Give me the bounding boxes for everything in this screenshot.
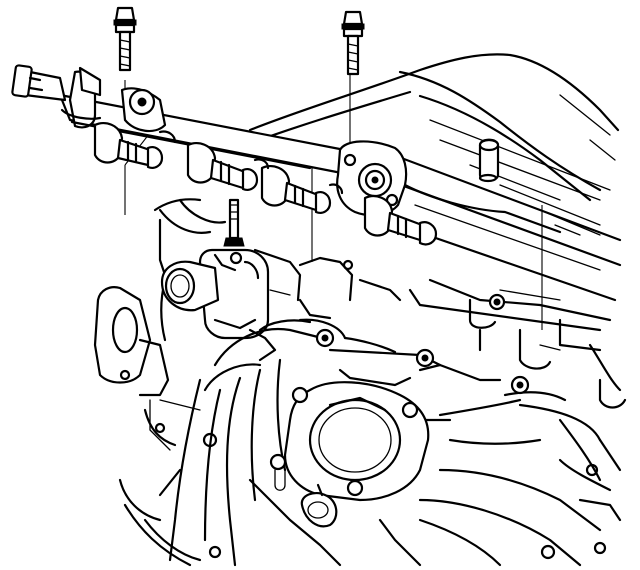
manifold-bolts [315, 293, 530, 395]
fuel-rail [11, 64, 354, 177]
intake-manifold [123, 318, 622, 567]
valve-cover [230, 53, 622, 302]
fuel-rail-bolt-right [341, 10, 365, 76]
fuel-injector-3 [260, 164, 332, 214]
fuel-rail-bolt-left [113, 6, 137, 72]
fuel-injector-4 [363, 194, 438, 246]
engine-block-left [93, 198, 202, 522]
fuel-injector-1 [93, 121, 164, 169]
misc-hoses [158, 198, 402, 320]
oil-fill-cap [478, 138, 500, 183]
throttle-body-flange [269, 368, 430, 528]
coolant-outlet [160, 248, 270, 340]
cylinder-head [408, 278, 627, 409]
coolant-outlet-stud [223, 198, 245, 247]
fuel-injector-2 [186, 141, 259, 191]
fuel-injectors [93, 121, 438, 246]
